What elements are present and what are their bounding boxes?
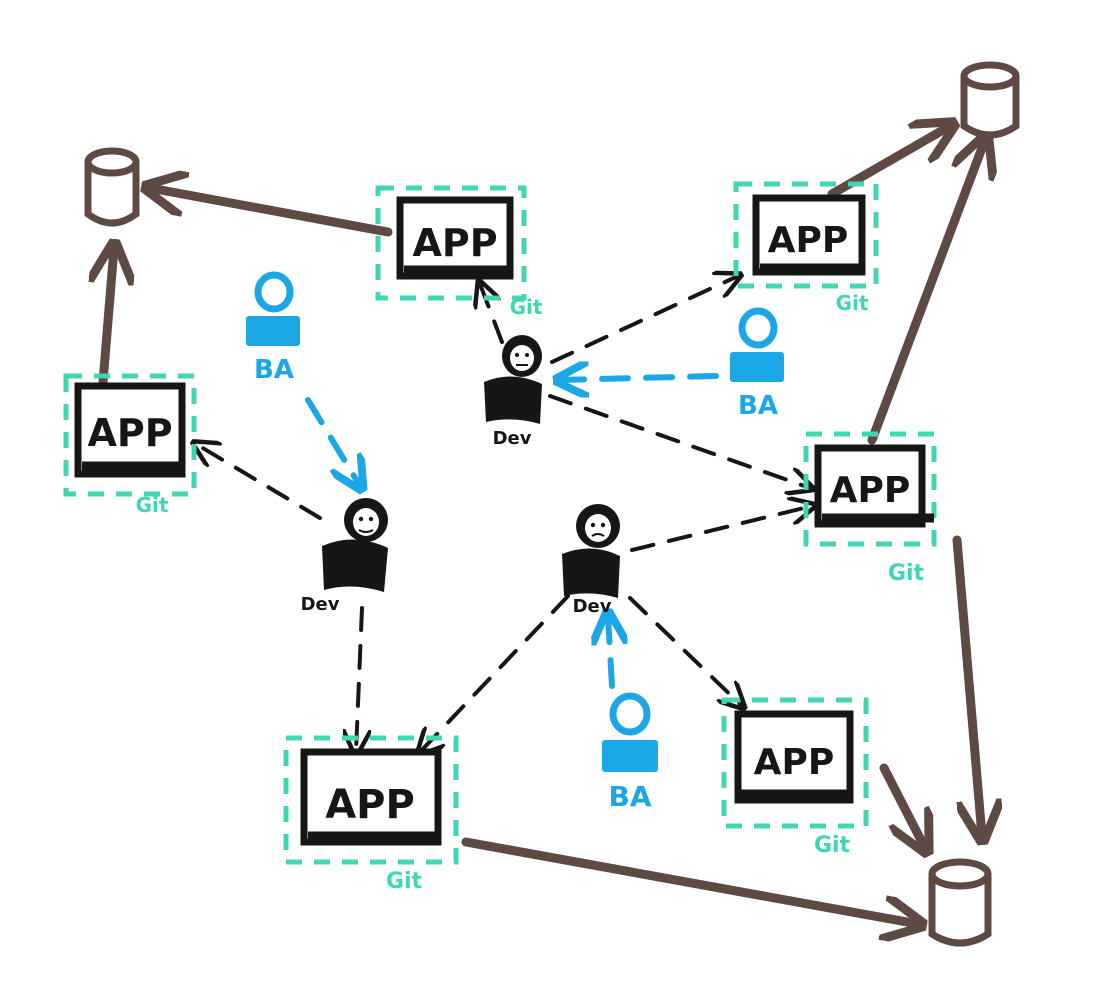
db-bottom-right [928,858,992,947]
git-label: Git [386,869,423,894]
dev-label: Dev [573,596,612,617]
app-bottom-center: APP Git [283,735,459,894]
git-boundary [733,181,879,289]
app-left: APP Git [63,373,197,517]
database-icon [960,61,1020,139]
arrow-app-bottom-center-to-db-bottom-right [461,837,918,924]
git-boundary [63,373,197,497]
db-top-right [960,61,1020,139]
app-top-center: APP Git [375,185,543,319]
arrow-app-left-to-db-top-left [103,248,114,387]
arrow-dev-center-to-app-bottom-right [628,596,742,706]
app-bottom-right: APP Git [721,697,869,858]
app-label: APP [754,742,835,783]
db-top-left [84,147,140,227]
dev-label: Dev [301,594,340,615]
requirement-arrows [305,376,719,689]
arrow-dev-left-to-app-bottom-center [356,606,362,752]
dev-deploy-arrows [196,276,812,752]
arrow-ba-left-to-dev-left [305,397,360,486]
arrow-dev-top-to-app-top-right [550,276,738,364]
app-label: APP [768,220,849,261]
ba-bottom: BA [602,692,658,813]
dev-label: Dev [493,428,532,449]
git-label: Git [814,833,851,858]
business-analyst-icon [602,692,658,772]
dev-center: Dev [562,504,620,617]
arrow-app-mid-right-to-db-bottom-right [952,535,982,836]
arrow-dev-center-to-app-mid-right [630,506,812,552]
arrow-ba-bottom-to-dev-center [608,616,612,689]
app-label: APP [87,411,172,455]
arrow-app-top-center-to-db-top-left [150,188,393,237]
ba-label: BA [738,391,778,421]
ba-right: BA [730,307,784,421]
app-screen [814,444,926,528]
app-label: APP [325,782,415,828]
git-boundary [283,735,459,865]
arrow-app-bottom-right-to-db-bottom-right [879,763,925,848]
app-label: APP [830,470,911,511]
developer-icon [484,335,542,424]
business-analyst-icon [730,307,784,382]
arrow-dev-left-to-app-left [196,444,322,520]
git-label: Git [836,291,869,315]
git-boundary [803,431,937,547]
git-label: Git [888,561,925,586]
git-label: Git [510,295,543,319]
database-icon [928,858,992,947]
app-mid-right: APP Git [803,431,937,586]
arrow-dev-top-to-app-top-center [480,284,504,344]
developer-icon [562,504,620,598]
app-screen [74,382,186,478]
git-boundary [721,697,869,829]
ba-label: BA [608,780,651,813]
app-label: APP [412,221,497,265]
business-analyst-icon [246,271,300,346]
arrow-app-mid-right-to-db-top-right [867,140,985,445]
dev-left: Dev [301,498,388,615]
git-boundary [375,185,527,301]
arrow-dev-center-to-app-bottom-center [420,594,570,752]
arrow-dev-top-to-app-mid-right [548,394,810,488]
app-screen [300,748,442,846]
dev-top: Dev [484,335,542,449]
developer-icon [322,498,388,592]
app-screen [734,710,854,804]
app-screen [396,196,514,280]
database-icon [84,147,140,227]
ba-left: BA [246,271,300,385]
ba-label: BA [254,355,294,385]
arrow-ba-right-to-dev-top [560,376,719,380]
app-top-right: APP Git [733,181,879,315]
git-label: Git [136,493,169,517]
